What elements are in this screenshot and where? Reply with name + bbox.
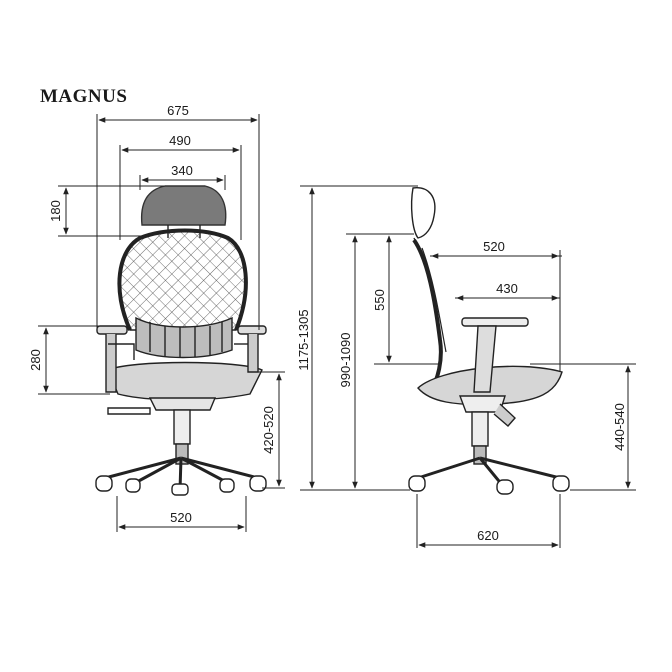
front-left-armrest-pad bbox=[96, 325, 128, 335]
dim-armrest-depth: 430 bbox=[496, 281, 518, 296]
side-armrest-pad bbox=[461, 317, 529, 327]
front-right-armrest-pad bbox=[237, 325, 267, 335]
dim-headrest-width: 340 bbox=[171, 163, 193, 178]
front-seat bbox=[107, 361, 263, 401]
side-dimensions bbox=[300, 185, 636, 548]
dim-seat-height: 420-520 bbox=[261, 406, 276, 454]
dim-backrest-floor-height: 990-1090 bbox=[338, 333, 353, 388]
dim-headrest-height: 180 bbox=[48, 200, 63, 222]
dim-base-width: 520 bbox=[170, 510, 192, 525]
dim-backrest-width: 490 bbox=[169, 133, 191, 148]
front-dimensions bbox=[38, 114, 285, 532]
front-backrest bbox=[118, 229, 247, 331]
side-dimension-labels: 1175-1305 990-1090 550 520 430 440-540 6… bbox=[296, 239, 627, 543]
front-dimension-labels: 675 490 340 180 280 420-520 520 bbox=[28, 103, 276, 525]
product-title: MAGNUS bbox=[40, 86, 128, 107]
dim-armrest-floor-height: 440-540 bbox=[612, 403, 627, 451]
side-headrest bbox=[410, 187, 436, 239]
side-backrest bbox=[412, 238, 443, 394]
front-view-chair bbox=[95, 185, 267, 496]
side-view-chair bbox=[408, 187, 570, 495]
dim-overall-width: 675 bbox=[167, 103, 189, 118]
dim-total-height: 1175-1305 bbox=[296, 309, 311, 370]
front-lumbar bbox=[135, 316, 233, 359]
dim-armrest-height: 280 bbox=[28, 349, 43, 371]
dim-base-depth: 620 bbox=[477, 528, 499, 543]
front-base bbox=[104, 456, 259, 491]
front-headrest bbox=[140, 185, 227, 226]
side-base bbox=[417, 456, 561, 487]
dim-seat-depth: 520 bbox=[483, 239, 505, 254]
dim-backrest-height: 550 bbox=[372, 289, 387, 311]
